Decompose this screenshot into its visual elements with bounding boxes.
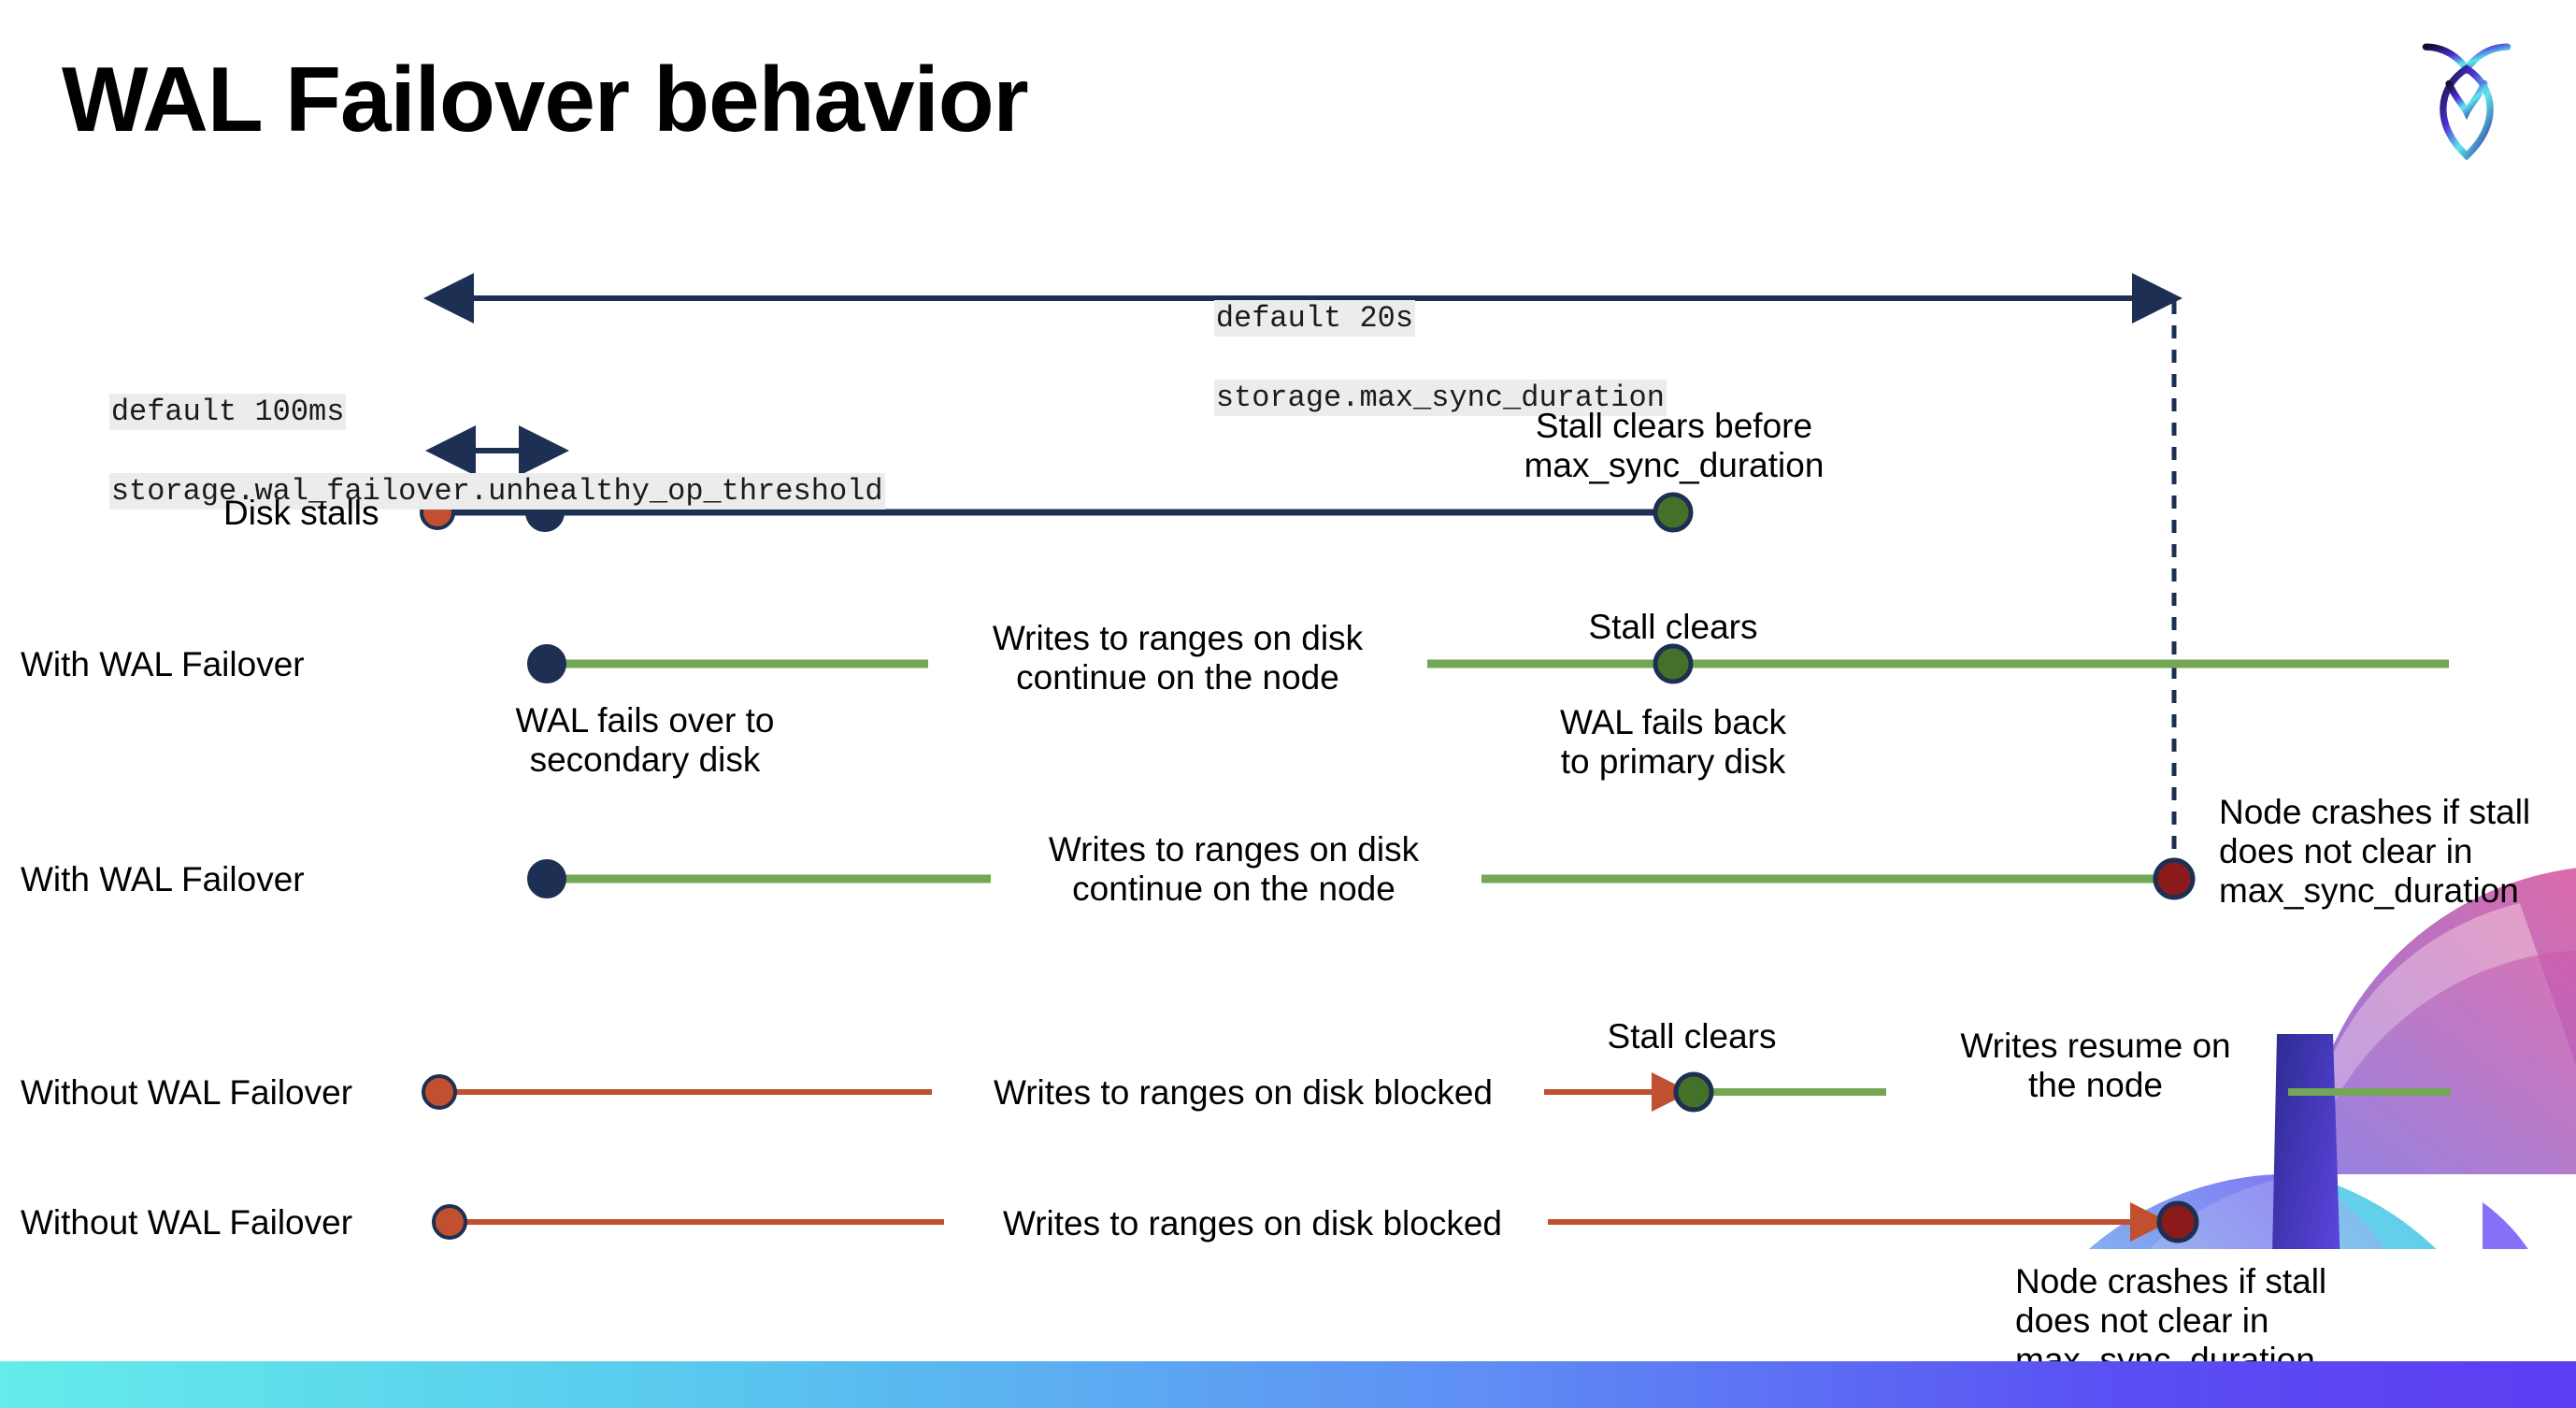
- row-label-with-wal-failover-clears: With WAL Failover: [21, 645, 305, 683]
- wal-failover-crash-crash-dot: [2153, 857, 2196, 900]
- max-sync-duration-annotation: default 20s storage.max_sync_duration: [1142, 260, 1667, 457]
- without-failover-crash-crash-dot: [2156, 1200, 2199, 1243]
- unhealthy-threshold-annotation: default 100ms storage.wal_failover.unhea…: [37, 353, 885, 551]
- unhealthy-threshold-default: default 100ms: [108, 394, 347, 431]
- cockroachdb-logo-icon: [2422, 43, 2512, 161]
- without-failover-clears-clear-dot: [1673, 1071, 1714, 1113]
- max-sync-duration-default: default 20s: [1213, 300, 1416, 338]
- note-node-crashes-row3: Node crashes if stall does not clear in …: [2219, 793, 2531, 911]
- note-wal-fails-back-primary: WAL fails back to primary disk: [1560, 703, 1786, 782]
- page-title: WAL Failover behavior: [62, 48, 1029, 151]
- note-stall-clears-row4: Stall clears: [1607, 1017, 1777, 1056]
- note-wal-fails-over-secondary: WAL fails over to secondary disk: [515, 701, 775, 780]
- row-label-with-wal-failover-crash: With WAL Failover: [21, 860, 305, 898]
- disk-stalls-clear-dot: [1653, 492, 1694, 533]
- row-label-disk-stalls: Disk stalls: [223, 494, 379, 532]
- decor-mask-left: [2000, 1103, 2131, 1197]
- bottom-gradient-bar: [0, 1361, 2576, 1408]
- note-stall-clears-row2: Stall clears: [1588, 608, 1758, 646]
- note-writes-continue-row2: Writes to ranges on disk continue on the…: [992, 619, 1364, 697]
- note-writes-continue-row3: Writes to ranges on disk continue on the…: [1048, 830, 1420, 909]
- wal-failover-clears-start-dot: [527, 644, 566, 683]
- wal-failover-clears-clear-dot: [1653, 643, 1694, 684]
- note-writes-blocked-row5: Writes to ranges on disk blocked: [1002, 1204, 1503, 1243]
- note-stall-clears-before-max-sync: Stall clears before max_sync_duration: [1524, 407, 1825, 485]
- wal-failover-crash-start-dot: [527, 859, 566, 898]
- without-failover-crash-start-dot: [432, 1204, 467, 1240]
- note-writes-resume-row4: Writes resume on the node: [1960, 1027, 2231, 1105]
- note-writes-blocked-row4: Writes to ranges on disk blocked: [993, 1073, 1494, 1112]
- without-failover-clears-start-dot: [422, 1074, 457, 1110]
- row-label-without-wal-failover-clears: Without WAL Failover: [21, 1073, 353, 1112]
- unhealthy-threshold-setting: storage.wal_failover.unhealthy_op_thresh…: [108, 472, 885, 510]
- max-sync-duration-setting: storage.max_sync_duration: [1213, 379, 1667, 416]
- row-label-without-wal-failover-crash: Without WAL Failover: [21, 1203, 353, 1242]
